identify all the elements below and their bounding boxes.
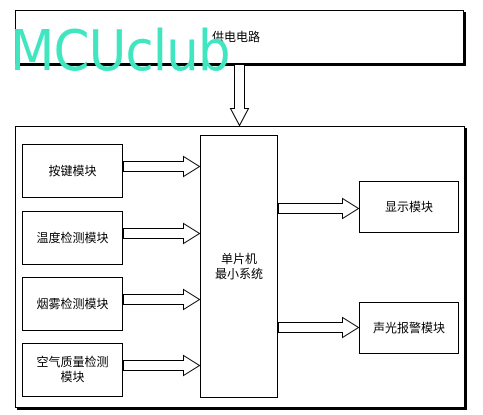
arrow-smoke-to-mcu — [123, 288, 201, 311]
output-module-alarm: 声光报警模块 — [359, 302, 459, 354]
input-module-air-quality-label-line1: 空气质量检测 — [36, 355, 109, 369]
output-module-display: 显示模块 — [359, 181, 459, 233]
input-module-air-quality-label-line2: 模块 — [60, 370, 85, 384]
power-supply-label: 供电电路 — [212, 30, 261, 44]
input-module-temperature-label: 温度检测模块 — [36, 230, 109, 245]
mcu-label-line1: 单片机 — [220, 251, 257, 266]
input-module-smoke: 烟雾检测模块 — [22, 277, 123, 331]
mcu-label-line2: 最小系统 — [214, 266, 263, 281]
output-module-display-label: 显示模块 — [384, 199, 433, 214]
arrow-air-quality-to-mcu — [123, 354, 201, 377]
input-module-key-label: 按键模块 — [48, 163, 97, 178]
mcu-box: 单片机 最小系统 — [200, 135, 278, 398]
input-module-temperature: 温度检测模块 — [22, 211, 123, 265]
arrow-power-to-system — [229, 64, 250, 127]
arrow-mcu-to-display — [278, 197, 360, 220]
arrow-key-to-mcu — [123, 155, 201, 178]
output-module-alarm-label: 声光报警模块 — [372, 320, 445, 335]
arrow-temperature-to-mcu — [123, 222, 201, 245]
input-module-smoke-label: 烟雾检测模块 — [36, 296, 109, 311]
input-module-air-quality: 空气质量检测 模块 — [22, 343, 123, 397]
power-supply-box: 供电电路 — [15, 10, 464, 64]
mcuclub-watermark: MCUclub — [10, 19, 231, 84]
arrow-mcu-to-alarm — [278, 316, 360, 339]
input-module-key: 按键模块 — [22, 144, 123, 198]
